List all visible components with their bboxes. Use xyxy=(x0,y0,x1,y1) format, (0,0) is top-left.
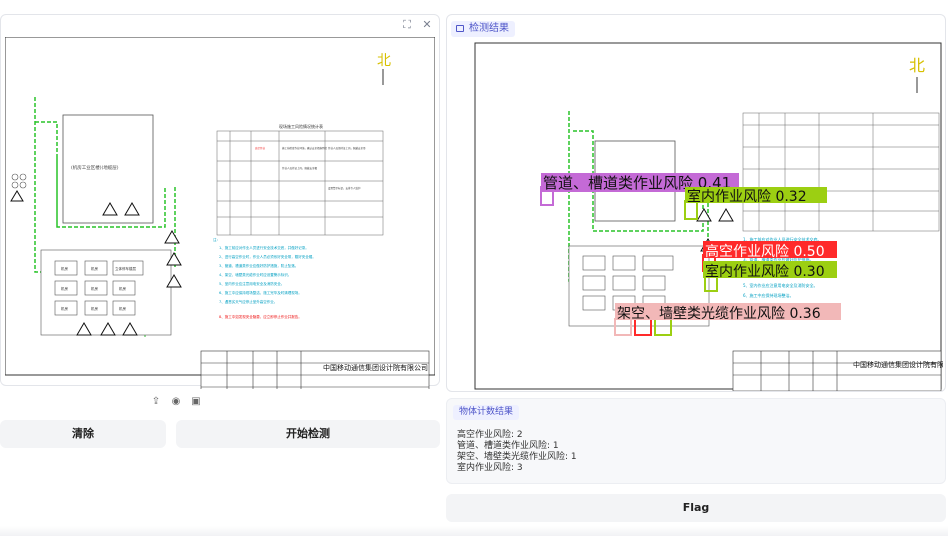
svg-text:6、施工中应保持现场整洁。: 6、施工中应保持现场整洁。 xyxy=(743,292,794,298)
svg-text:机房: 机房 xyxy=(119,286,126,291)
svg-text:2、进行高空作业时，作业人员必须系好安全带，戴好安全帽。: 2、进行高空作业时，作业人员必须系好安全带，戴好安全帽。 xyxy=(219,254,316,259)
svg-text:北: 北 xyxy=(377,53,391,69)
count-lines: 高空作业风险: 2 管道、槽道类作业风险: 1 架空、墙壁类光缆作业风险: 1 … xyxy=(457,430,577,474)
svg-text:架空、墙壁类光缆作业风险 0.36: 架空、墙壁类光缆作业风险 0.36 xyxy=(617,306,821,322)
svg-text:室内作业风险 0.30: 室内作业风险 0.30 xyxy=(705,263,825,280)
svg-text:作业人员须持证上岗，佩戴安全带: 作业人员须持证上岗，佩戴安全带 xyxy=(328,146,366,150)
svg-text:5、室内作业应注意用电安全及消防安全。: 5、室内作业应注意用电安全及消防安全。 xyxy=(743,282,818,288)
svg-text:注：: 注： xyxy=(213,237,220,242)
company-name: 中国移动通信集团设计院有限公司 xyxy=(323,363,428,372)
svg-text:立体停车楼层: 立体停车楼层 xyxy=(115,266,136,271)
input-image-panel[interactable]: ⛶ ✕ 北 (机房工业区楼)(地缆层) 机房机房立体停车楼层 机房机房机房 机房… xyxy=(0,14,440,389)
source-icons: ⇪ ◉ ▣ xyxy=(150,396,202,408)
svg-text:1、施工前应对作业人员进行安全技术交底。: 1、施工前应对作业人员进行安全技术交底。 xyxy=(743,236,822,242)
detection-result-panel: 检测结果 北 1、施工前应对作业人员进行安全技术交底。 xyxy=(446,14,946,392)
count-line: 管道、槽道类作业风险: 1 xyxy=(457,441,559,451)
svg-text:设置警示标识，安排专人监护: 设置警示标识，安排专人监护 xyxy=(328,186,361,190)
svg-text:机房: 机房 xyxy=(61,306,68,311)
count-label: 物体计数结果 xyxy=(453,405,520,420)
close-icon[interactable]: ✕ xyxy=(422,18,432,31)
result-label: 检测结果 xyxy=(451,21,515,37)
webcam-icon[interactable]: ◉ xyxy=(171,396,181,407)
svg-text:1、施工前应对作业人员进行安全技术交底，并做好记录。: 1、施工前应对作业人员进行安全技术交底，并做好记录。 xyxy=(219,245,309,250)
flag-button[interactable]: Flag xyxy=(446,494,946,522)
svg-text:施工前检查作业环境，确认安全措施到位: 施工前检查作业环境，确认安全措施到位 xyxy=(282,146,328,150)
svg-text:机房: 机房 xyxy=(61,266,68,271)
fullscreen-icon[interactable]: ⛶ xyxy=(403,18,411,31)
svg-text:3、管道、槽道类作业应做好防护措施，防止坠落。: 3、管道、槽道类作业应做好防护措施，防止坠落。 xyxy=(219,263,298,268)
svg-text:高空作业风险 0.50: 高空作业风险 0.50 xyxy=(705,243,825,260)
page-footer xyxy=(0,526,948,536)
north-arrow-icon: 北 xyxy=(377,53,391,85)
svg-text:6、施工中应保持现场整洁，施工完毕及时清理现场。: 6、施工中应保持现场整洁，施工完毕及时清理现场。 xyxy=(219,290,302,295)
detection-label: 管道、槽道类作业风险 0.41 室内作业风险 0.32 高空作业风险 0.50 … xyxy=(541,173,841,322)
building-label: (机房工业区楼)(地缆层) xyxy=(71,164,119,171)
svg-text:高空作业: 高空作业 xyxy=(255,146,266,150)
svg-text:5、室内作业应注意用电安全及消防安全。: 5、室内作业应注意用电安全及消防安全。 xyxy=(219,281,284,286)
count-line: 高空作业风险: 2 xyxy=(457,430,523,440)
svg-text:作业人员持证上岗，佩戴安全帽: 作业人员持证上岗，佩戴安全帽 xyxy=(282,166,318,170)
upload-icon[interactable]: ⇪ xyxy=(151,396,161,407)
clear-button[interactable]: 清除 xyxy=(0,420,166,448)
start-detect-button[interactable]: 开始检测 xyxy=(176,420,440,448)
svg-text:机房: 机房 xyxy=(91,266,98,271)
image-icon xyxy=(456,25,464,32)
count-line: 架空、墙壁类光缆作业风险: 1 xyxy=(457,452,577,462)
svg-text:机房: 机房 xyxy=(91,306,98,311)
svg-text:北: 北 xyxy=(909,56,925,75)
svg-text:8、施工中如发现安全隐患，应立即停止作业并报告。: 8、施工中如发现安全隐患，应立即停止作业并报告。 xyxy=(219,314,302,319)
image-toolbar: ⛶ ✕ xyxy=(401,19,433,31)
svg-text:管道、槽道类作业风险 0.41: 管道、槽道类作业风险 0.41 xyxy=(543,174,731,192)
svg-text:3、管道、槽道类作业应做好防护措施。: 3、管道、槽道类作业应做好防护措施。 xyxy=(743,256,814,262)
warning-sign-icon xyxy=(10,190,182,336)
clipboard-icon[interactable]: ▣ xyxy=(191,396,201,407)
result-label-text: 检测结果 xyxy=(469,23,509,34)
input-drawing: 北 (机房工业区楼)(地缆层) 机房机房立体停车楼层 机房机房机房 机房机房机房 xyxy=(5,37,435,389)
svg-text:机房: 机房 xyxy=(91,286,98,291)
object-count-panel: 物体计数结果 高空作业风险: 2 管道、槽道类作业风险: 1 架空、墙壁类光缆作… xyxy=(446,398,946,484)
output-drawing: 北 1、施工前应对作业人员进行安全技术交底。 2、进行高空作业时，作业人员必须系… xyxy=(474,42,943,391)
count-line: 室内作业风险: 3 xyxy=(457,463,523,473)
north-arrow-icon: 北 xyxy=(909,56,925,93)
svg-text:机房: 机房 xyxy=(61,286,68,291)
svg-text:机房: 机房 xyxy=(119,306,126,311)
table-title: 现场施工风险情况统计表 xyxy=(279,123,323,129)
svg-text:4、架空、墙壁类光缆作业时应设置警示标识。: 4、架空、墙壁类光缆作业时应设置警示标识。 xyxy=(219,272,291,277)
svg-text:7、遇恶劣天气应停止室外高空作业。: 7、遇恶劣天气应停止室外高空作业。 xyxy=(219,299,277,304)
company-name: 中国移动通信集团设计院有限公司 xyxy=(853,360,943,369)
svg-text:室内作业风险 0.32: 室内作业风险 0.32 xyxy=(687,188,807,205)
